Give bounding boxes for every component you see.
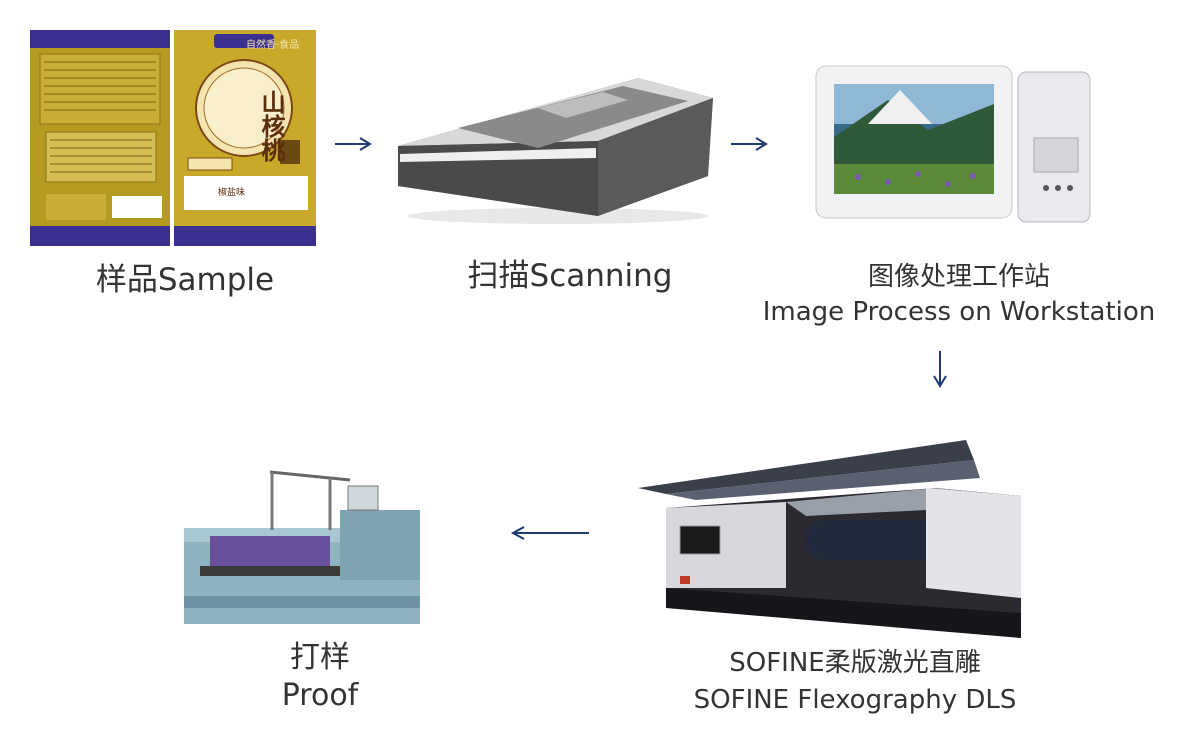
scanner-image — [388, 66, 718, 226]
package-label-box: 椒盐味 — [218, 188, 246, 198]
arrow-workstation-to-dls — [932, 350, 948, 388]
dls-label-en: SOFINE Flexography DLS — [693, 685, 1017, 716]
dls-label-cn: SOFINE柔版激光直雕 — [729, 648, 981, 678]
arrow-scanning-to-workstation — [730, 136, 768, 152]
scanning-caption: 扫描Scanning — [440, 258, 700, 295]
workstation-caption: 图像处理工作站 Image Process on Workstation — [752, 262, 1166, 328]
sample-image: 自然香·食品 山核桃 椒盐味 — [28, 28, 318, 248]
scanning-label-en: Scanning — [529, 258, 673, 294]
workstation-image — [808, 42, 1098, 227]
workstation-label-en: Image Process on Workstation — [762, 297, 1156, 328]
sample-caption: 样品Sample — [60, 262, 310, 299]
proof-label-cn: 打样 — [290, 640, 350, 675]
sample-label-cn: 样品 — [95, 262, 158, 298]
dls-caption: SOFINE柔版激光直雕 SOFINE Flexography DLS — [680, 648, 1030, 716]
proof-caption: 打样 Proof — [240, 640, 400, 714]
proof-label-en: Proof — [281, 678, 359, 713]
dls-machine-image — [636, 438, 1026, 638]
arrow-sample-to-scanning — [334, 136, 372, 152]
sample-label-en: Sample — [157, 262, 275, 298]
proof-machine-image — [180, 466, 440, 626]
package-top-banner: 自然香·食品 — [246, 40, 300, 51]
scanning-label-cn: 扫描 — [467, 258, 530, 294]
package-brand-text: 山核桃 — [257, 90, 286, 162]
workstation-label-cn: 图像处理工作站 — [867, 262, 1050, 292]
arrow-dls-to-proof — [510, 525, 590, 541]
